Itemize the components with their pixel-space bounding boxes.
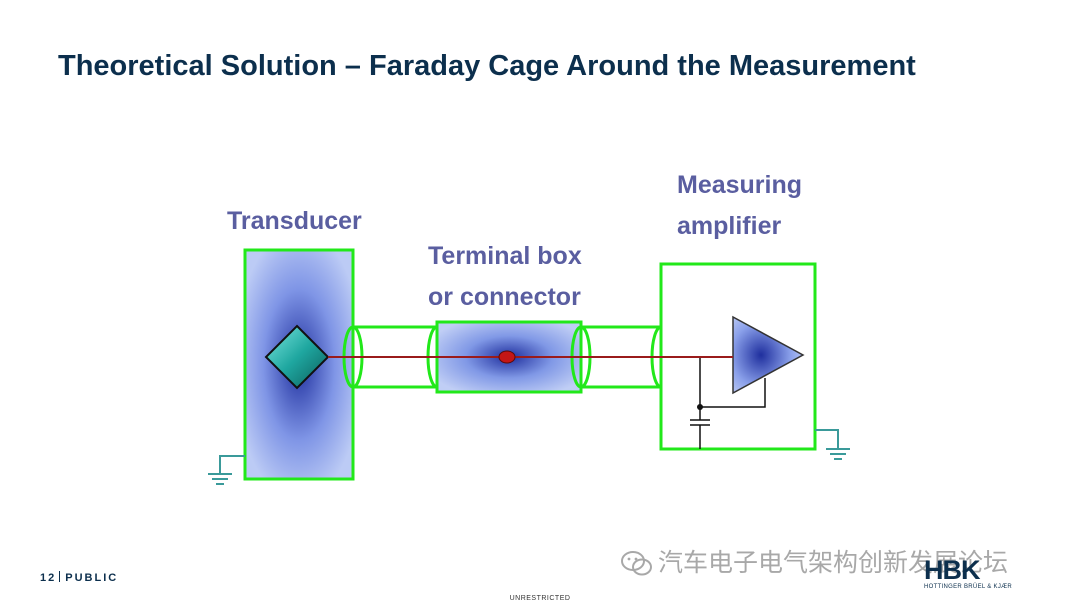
- ground-symbol-transducer: [208, 455, 245, 485]
- classification-label: PUBLIC: [65, 572, 119, 584]
- hbk-logo: HBK HOTTINGER BRÜEL & KJÆR: [924, 555, 1030, 591]
- ground-symbol-amplifier: [815, 429, 850, 460]
- page-number: 12: [40, 572, 57, 584]
- terminal-box-label-line1: Terminal box: [428, 242, 582, 270]
- watermark-text: 汽车电子电气架构创新发展论坛: [658, 548, 1009, 577]
- logo-subtext: HOTTINGER BRÜEL & KJÆR: [924, 584, 1013, 590]
- amplifier-label-line1: Measuring: [677, 171, 803, 199]
- footer-divider: [59, 571, 61, 582]
- connector-node: [498, 350, 516, 364]
- transducer-label: Transducer: [227, 207, 362, 235]
- wechat-icon: [621, 551, 652, 576]
- logo-text: HBK: [924, 555, 981, 585]
- slide-title: Theoretical Solution – Faraday Cage Arou…: [58, 50, 916, 82]
- amplifier-triangle: [732, 315, 805, 395]
- page-footer: 12 PUBLIC: [40, 571, 118, 584]
- transducer-block: [243, 248, 355, 481]
- amplifier-label-line2: amplifier: [677, 212, 782, 240]
- sensor-element: [264, 324, 330, 390]
- terminal-box-label-line2: or connector: [428, 283, 581, 311]
- watermark: 汽车电子电气架构创新发展论坛: [620, 543, 1008, 579]
- bottom-classification: UNRESTRICTED: [509, 595, 571, 602]
